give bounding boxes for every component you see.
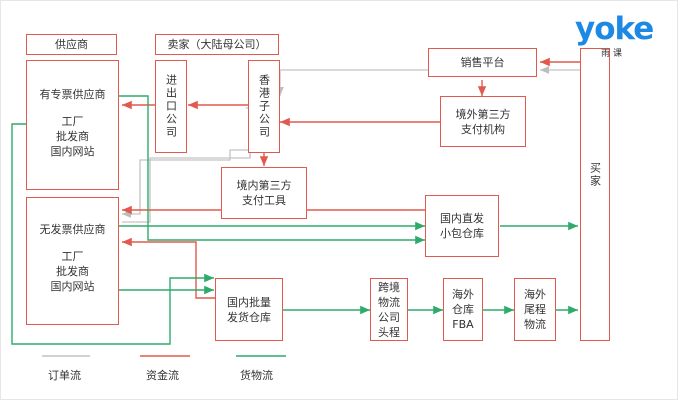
import-export-company-box: 进出口公司 <box>155 60 187 153</box>
invoice-supplier-title: 有专票供应商 <box>39 88 106 101</box>
legend-fund-flow: 资金流 <box>146 369 179 382</box>
goods-flow-lines <box>11 95 578 345</box>
legend-goods-flow: 货物流 <box>240 369 273 382</box>
no-invoice-supplier-body: 工厂 批发商 国内网站 <box>50 250 95 293</box>
overseas-fba-box: 海外 仓库 FBA <box>443 278 483 341</box>
domestic-bulk-warehouse-box: 国内批量 发货仓库 <box>215 278 283 341</box>
logo-subtitle: 雨课 <box>601 49 626 59</box>
domestic-direct-warehouse-box: 国内直发 小包仓库 <box>425 195 499 257</box>
overseas-payment-box: 境外第三方 支付机构 <box>440 96 526 147</box>
cross-border-logistics-box: 跨境 物流 公司 头程 <box>370 278 408 341</box>
legend-lines <box>42 355 286 357</box>
no-invoice-supplier-title: 无发票供应商 <box>39 223 106 236</box>
invoice-supplier-box: 有专票供应商 工厂 批发商 国内网站 <box>26 60 119 190</box>
legend-order-flow: 订单流 <box>48 369 81 382</box>
buyer-box: 买家 <box>580 48 610 341</box>
invoice-supplier-body: 工厂 批发商 国内网站 <box>50 115 95 158</box>
last-mile-logistics-box: 海外 尾程 物流 <box>514 278 556 341</box>
supplier-header: 供应商 <box>26 34 117 55</box>
no-invoice-supplier-box: 无发票供应商 工厂 批发商 国内网站 <box>26 197 119 325</box>
yoke-logo: yoke 雨课 <box>575 12 665 64</box>
hk-subsidiary-box: 香港子公司 <box>248 60 280 153</box>
domestic-payment-tool-box: 境内第三方 支付工具 <box>221 167 307 219</box>
seller-header: 卖家（大陆母公司） <box>155 34 279 55</box>
logo-wordmark: yoke <box>575 11 654 47</box>
sales-platform-box: 销售平台 <box>428 48 537 77</box>
